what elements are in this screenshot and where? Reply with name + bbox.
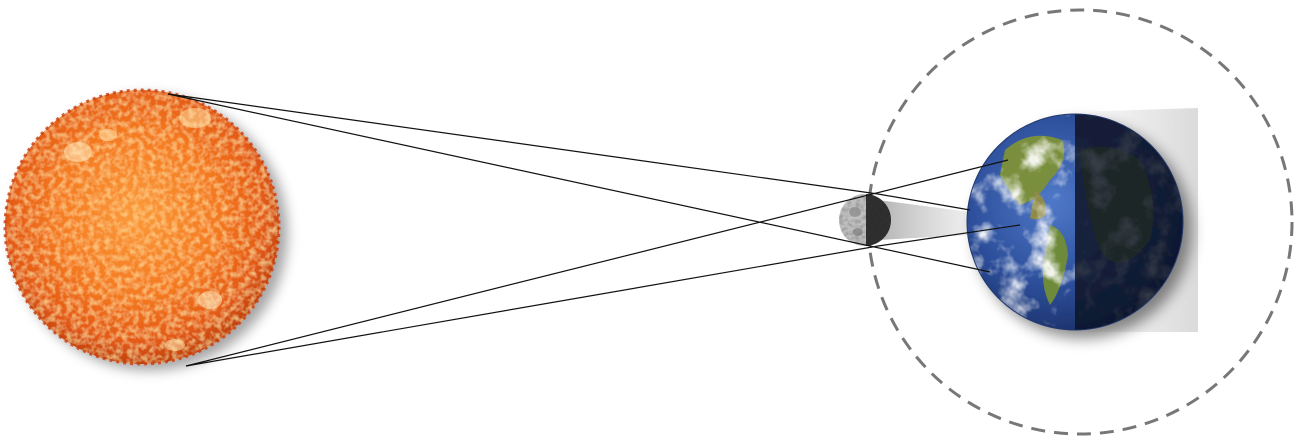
ray-bottom-outer xyxy=(186,160,1008,366)
ray-top-outer xyxy=(168,94,878,194)
ray-top-inner xyxy=(168,94,990,272)
sun-icon xyxy=(5,90,279,364)
ray-bottom-inner xyxy=(186,246,878,366)
